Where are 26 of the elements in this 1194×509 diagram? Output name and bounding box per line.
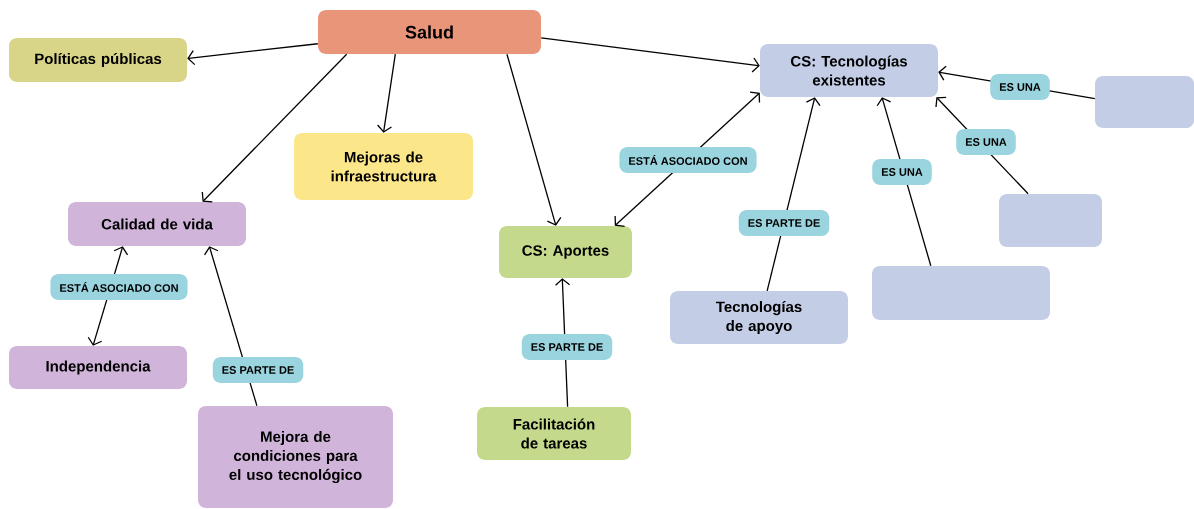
concept-box: Tecnologías de apoyo [670,291,848,344]
concept-box: CS: Tecnologías existentes [760,44,938,97]
concept-box: Mejoras de infraestructura [294,133,473,200]
empty-box [999,194,1102,247]
concept-box: Salud [318,10,541,54]
edge-label: ES PARTE DE [521,334,613,360]
edge-label: ES UNA [990,74,1050,100]
arrow [376,53,396,133]
arrow [540,37,760,73]
edge-label: ESTÁ ASOCIADO CON [50,274,188,300]
arrow [506,53,562,226]
arrow [187,43,319,66]
concept-box: Mejora de condiciones para el uso tecnológico [198,406,393,508]
concept-box: Facilitación de tareas [477,407,631,460]
edge-label: ES UNA [872,159,932,185]
edge-label: ES PARTE DE [212,357,304,383]
concept-box: CS: Aportes [499,226,632,278]
concept-box: Calidad de vida [68,202,246,246]
edge-label: ES PARTE DE [738,210,830,236]
arrow [201,53,348,203]
edge-label: ES UNA [956,129,1016,155]
edge-label: ESTÁ ASOCIADO CON [619,147,757,173]
empty-box [1095,76,1194,128]
concept-box: Independencia [9,346,187,389]
concept-box: Políticas públicas [9,38,187,82]
empty-box [872,266,1050,320]
